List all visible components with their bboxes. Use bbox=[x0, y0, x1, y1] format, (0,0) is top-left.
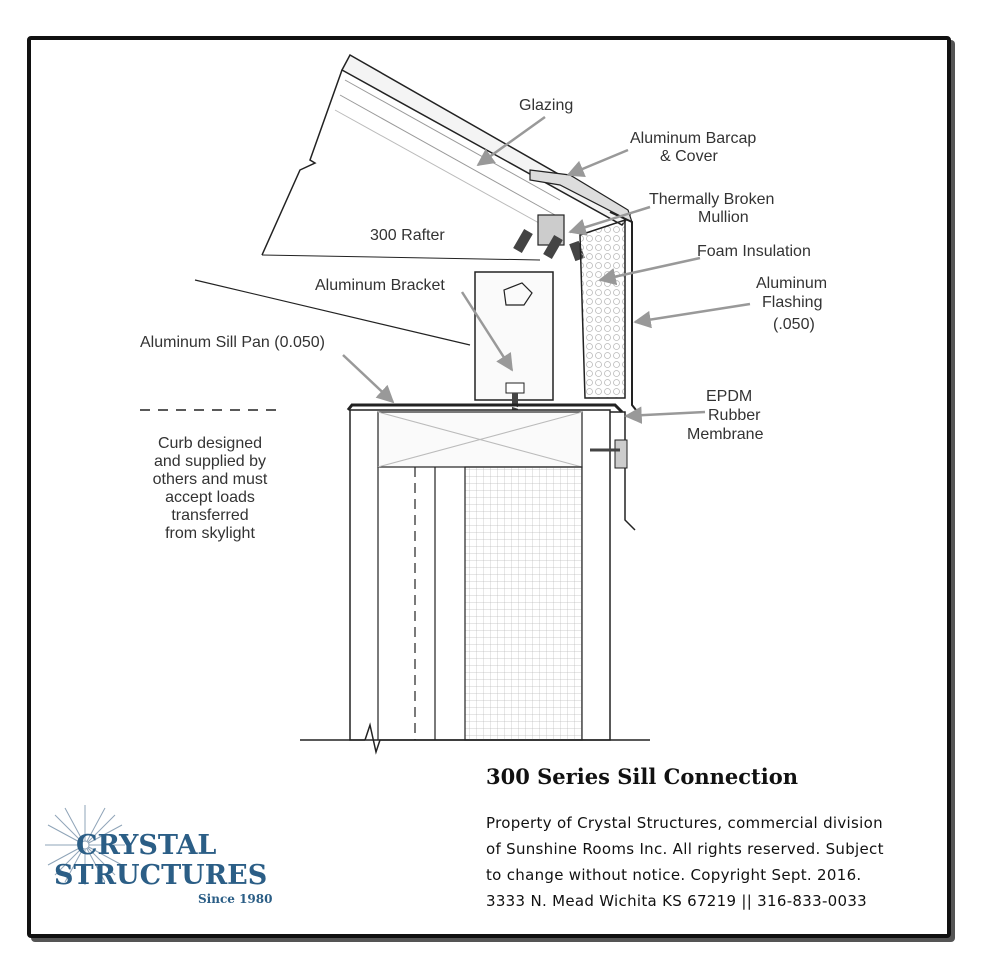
curb-note-line: Curb designed bbox=[158, 435, 262, 452]
curb-note-line: accept loads bbox=[165, 489, 255, 506]
sill-pan bbox=[346, 403, 624, 414]
label-epdm-3: Membrane bbox=[687, 426, 764, 443]
info-line: Property of Crystal Structures, commerci… bbox=[486, 814, 883, 832]
logo-text-structures: STRUCTURES bbox=[54, 860, 268, 891]
epdm-membrane bbox=[590, 411, 636, 531]
label-flashing-3: (.050) bbox=[773, 316, 815, 333]
label-sill-pan: Aluminum Sill Pan (0.050) bbox=[140, 334, 325, 351]
label-mullion-1: Thermally Broken bbox=[649, 191, 774, 208]
info-line: to change without notice. Copyright Sept… bbox=[486, 866, 862, 884]
info-line: 3333 N. Mead Wichita KS 67219 || 316-833… bbox=[486, 892, 868, 910]
label-mullion-2: Mullion bbox=[698, 209, 749, 226]
foam-insulation-block bbox=[579, 218, 626, 399]
label-epdm-1: EPDM bbox=[706, 388, 752, 405]
drawing-title: 300 Series Sill Connection bbox=[486, 764, 798, 789]
curb-note-line: transferred bbox=[171, 507, 248, 524]
label-flashing-2: Flashing bbox=[762, 294, 822, 311]
label-foam: Foam Insulation bbox=[697, 243, 811, 260]
label-epdm-2: Rubber bbox=[708, 407, 761, 424]
label-barcap-1: Aluminum Barcap bbox=[630, 130, 756, 147]
glazing-panel bbox=[334, 53, 632, 229]
label-rafter: 300 Rafter bbox=[370, 227, 445, 244]
label-glazing: Glazing bbox=[519, 97, 573, 114]
aluminum-bracket bbox=[474, 271, 554, 460]
label-bracket: Aluminum Bracket bbox=[315, 277, 445, 294]
curb-structure bbox=[300, 409, 650, 755]
leader-arrows bbox=[342, 115, 751, 424]
label-barcap-2: & Cover bbox=[660, 148, 718, 165]
starburst-icon bbox=[45, 805, 125, 885]
logo-text-crystal: CRYSTAL bbox=[76, 830, 217, 861]
curb-note-line: from skylight bbox=[165, 525, 255, 542]
logo-text-since: Since 1980 bbox=[198, 892, 273, 906]
info-line: of Sunshine Rooms Inc. All rights reserv… bbox=[486, 840, 884, 858]
label-flashing-1: Aluminum bbox=[756, 275, 827, 292]
barcap-mullion bbox=[513, 169, 634, 262]
curb-note-line: and supplied by bbox=[154, 453, 266, 470]
curb-note: Curb designed and supplied by others and… bbox=[153, 435, 268, 542]
crystal-structures-logo: CRYSTAL STRUCTURES Since 1980 bbox=[40, 800, 290, 910]
curb-note-line: others and must bbox=[153, 471, 268, 488]
copyright-info: Property of Crystal Structures, commerci… bbox=[486, 810, 946, 914]
rafter-profile bbox=[194, 69, 541, 346]
